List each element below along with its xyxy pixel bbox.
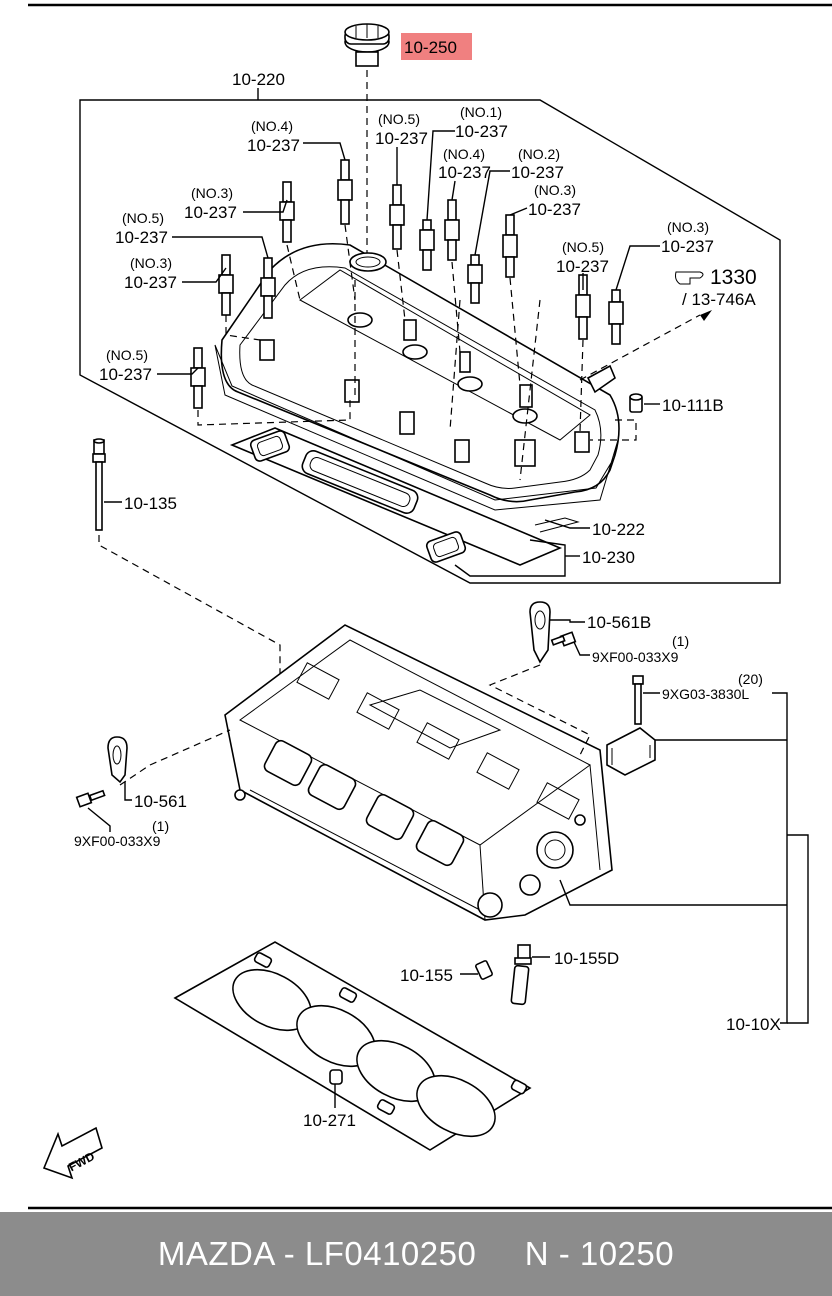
- label-plug-b: 10-237: [375, 129, 428, 148]
- label-no3-c: (NO.3): [130, 255, 172, 271]
- label-hook-561: 10-561: [134, 792, 187, 811]
- label-gasket-230: 10-230: [582, 548, 635, 567]
- fwd-arrow-icon: [42, 1126, 103, 1180]
- label-qty-right: (1): [672, 633, 689, 649]
- cylinder-head-icon: [224, 624, 613, 921]
- head-gasket-icon: [173, 941, 532, 1151]
- breather-fitting-icon: [629, 393, 643, 413]
- label-no3-a: (NO.3): [534, 182, 576, 198]
- label-plug-k: 10-237: [556, 257, 609, 276]
- cover-assembly-frame: [79, 99, 781, 584]
- dashed-guides: [197, 224, 701, 481]
- label-plug-i: 10-237: [124, 273, 177, 292]
- spark-plug-tube-icons: [190, 159, 624, 409]
- oil-cap-icon: [344, 23, 390, 67]
- label-plug-c: 10-237: [455, 122, 508, 141]
- label-no5-d: (NO.5): [562, 239, 604, 255]
- label-no3-d: (NO.3): [667, 219, 709, 235]
- label-bolt-033x9-right: 9XF00-033X9: [592, 649, 679, 665]
- label-plug-155: 10-155: [400, 966, 453, 985]
- lifting-hook-left-icon: [107, 736, 128, 784]
- cam-cap-icon: [606, 727, 656, 776]
- plug-leaders: [157, 130, 660, 375]
- valve-cover-icon: [220, 242, 620, 503]
- label-plug-d: 10-237: [438, 163, 491, 182]
- label-plug-g: 10-237: [184, 203, 237, 222]
- label-no4-a: (NO.4): [251, 118, 293, 134]
- label-hook-561b: 10-561B: [587, 613, 651, 632]
- footer-part-number: MAZDA - LF0410250 N - 10250: [157, 1235, 675, 1272]
- label-plug-h: 10-237: [115, 228, 168, 247]
- label-plug-a: 10-237: [247, 136, 300, 155]
- label-no2: (NO.2): [518, 146, 560, 162]
- label-gasket-222: 10-222: [592, 520, 645, 539]
- head-bolt-icon: [632, 675, 644, 725]
- label-cover-assy: 10-220: [232, 70, 285, 89]
- label-plug-e: 10-237: [511, 163, 564, 182]
- bolt-left-icon: [75, 789, 106, 808]
- label-bolt-033x9-left: 9XF00-033X9: [74, 833, 161, 849]
- gasket-222-icon: [229, 427, 563, 566]
- lifting-hook-right-icon: [529, 601, 551, 664]
- label-bolt-3830l: 9XG03-3830L: [662, 686, 749, 702]
- cover-gasket-outline: [214, 344, 619, 511]
- label-head-assy: 10-10X: [726, 1015, 781, 1034]
- stud-bolt-icon: [92, 438, 106, 531]
- plug-155d-icon: [510, 944, 532, 1006]
- label-no3-b: (NO.3): [191, 185, 233, 201]
- label-no5-b: (NO.5): [122, 210, 164, 226]
- label-head-gasket: 10-271: [303, 1111, 356, 1130]
- label-plug-f: 10-237: [528, 200, 581, 219]
- hand-pointer-icon: [675, 271, 704, 285]
- label-stud: 10-135: [124, 494, 177, 513]
- label-ref-13746: / 13-746A: [682, 290, 756, 309]
- label-qty-left: (1): [152, 818, 169, 834]
- label-plug-j: 10-237: [99, 365, 152, 384]
- label-plug-155d: 10-155D: [554, 949, 619, 968]
- label-ref-1330: 1330: [710, 266, 757, 289]
- label-plug-l: 10-237: [661, 237, 714, 256]
- label-no1: (NO.1): [460, 104, 502, 120]
- label-no5-a: (NO.5): [378, 111, 420, 127]
- highlight-box: [401, 33, 472, 60]
- label-breather: 10-111B: [662, 396, 724, 415]
- footer-bar: MAZDA - LF0410250 N - 10250: [0, 1212, 832, 1296]
- parts-diagram: 10-250 10-220 (NO.4) 10-237 (NO.5) 10-23…: [28, 3, 832, 1210]
- label-no4-b: (NO.4): [443, 146, 485, 162]
- label-no5-c: (NO.5): [106, 347, 148, 363]
- label-qty-20: (20): [738, 671, 763, 687]
- label-oil-cap: 10-250: [404, 38, 457, 57]
- bolt-right-icon: [550, 631, 577, 647]
- plug-155-icon: [475, 960, 493, 980]
